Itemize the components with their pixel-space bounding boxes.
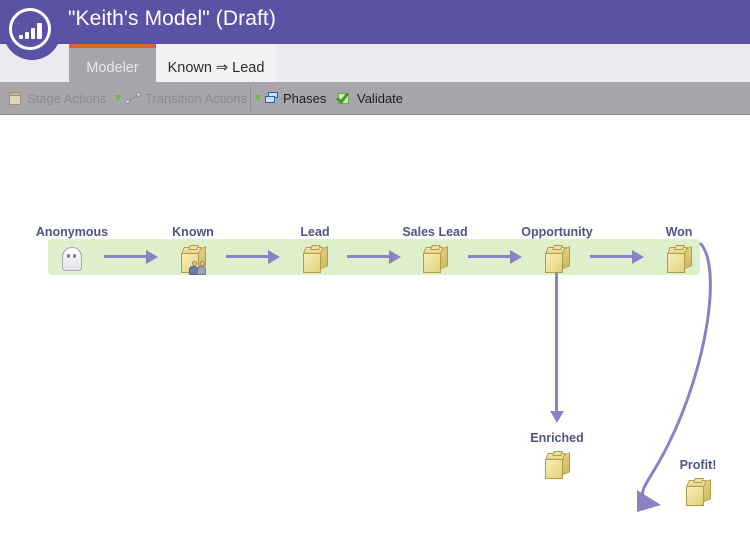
arrow-opportunity-to-won [590,250,644,264]
chevron-down-icon[interactable] [113,95,122,101]
page-title: "Keith's Model" (Draft) [68,7,276,30]
arrow-anonymous-to-known [104,250,158,264]
stage-sales-lead-label: Sales Lead [402,225,468,239]
tab-strip: Modeler Known ⇒ Lead [0,44,750,82]
toolbar-validate-button[interactable]: Validate [336,82,404,114]
tab-modeler[interactable]: Modeler [69,44,156,82]
stage-enriched-label: Enriched [530,431,584,445]
arrow-lead-to-sales-lead [347,250,401,264]
toolbar-phases-label: Phases [283,90,327,106]
toolbar-stage-actions-label: Stage Actions [27,90,107,106]
logo-ring [9,8,51,50]
arrow-opportunity-to-enriched [550,273,564,423]
stage-anonymous[interactable]: Anonymous [17,225,127,275]
toolbar-divider [250,86,251,111]
tab-strip-filler [276,44,750,82]
chevron-down-icon[interactable] [254,95,263,101]
arrow-known-to-lead [226,250,280,264]
ghost-icon [59,245,85,275]
box-icon [683,478,713,508]
stage-lead[interactable]: Lead [260,225,370,275]
toolbar-transition-actions-label: Transition Actions [145,90,248,106]
stage-enriched[interactable]: Enriched [502,431,612,481]
box-icon [8,91,23,106]
box-icon [664,245,694,275]
stage-known-label: Known [172,225,214,239]
transition-icon [125,91,141,105]
logo-bars [19,21,45,39]
arrow-sales-lead-to-opportunity [468,250,522,264]
bar-chart-circle-icon[interactable] [3,2,61,60]
stage-known[interactable]: Known [138,225,248,275]
stage-lead-label: Lead [300,225,330,239]
stage-opportunity-label: Opportunity [521,225,593,239]
stage-anonymous-label: Anonymous [35,225,109,239]
toolbar-phases-button[interactable]: Phases [264,82,326,114]
box-icon [542,451,572,481]
tab-known-lead[interactable]: Known ⇒ Lead [156,44,276,82]
toolbar: Stage Actions Transition Actions Phases … [0,82,750,115]
stage-sales-lead[interactable]: Sales Lead [380,225,490,275]
check-icon [336,89,353,106]
stage-won[interactable]: Won [624,225,734,275]
box-icon [542,245,572,275]
box-icon [300,245,330,275]
title-bar: "Keith's Model" (Draft) [0,0,750,44]
box-people-icon [178,245,208,275]
phases-icon [264,91,279,105]
diagram-canvas[interactable]: Anonymous Known Lead Sales Lead [0,115,750,547]
stage-profit-label: Profit! [679,458,717,472]
stage-won-label: Won [665,225,693,239]
stage-profit[interactable]: Profit! [643,458,750,508]
toolbar-transition-actions[interactable]: Transition Actions [125,82,263,114]
stage-opportunity[interactable]: Opportunity [502,225,612,275]
curve-won-to-profit [637,241,712,512]
box-icon [420,245,450,275]
toolbar-stage-actions[interactable]: Stage Actions [8,82,122,114]
toolbar-validate-label: Validate [357,90,404,106]
